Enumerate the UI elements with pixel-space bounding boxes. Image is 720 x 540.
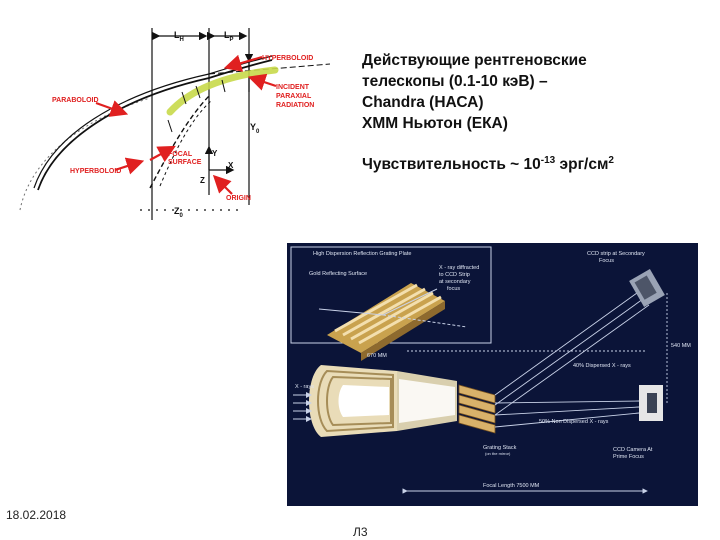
coordinate-axes — [204, 145, 235, 175]
x-axis-label: X — [228, 161, 234, 170]
hyperboloid-bottom-label: HYPERBOLOID — [70, 168, 121, 175]
grating-stack — [458, 384, 496, 434]
incoming-xrays — [293, 392, 312, 422]
xray-diffracted-label-2: to CCD Strip — [439, 272, 470, 278]
ccd-prime-label-1: CCD Camera At — [613, 447, 653, 453]
dist-540-label: 540 MM — [671, 343, 691, 349]
ccd-secondary-detector — [629, 269, 665, 307]
incident-label-1: INCIDENT — [276, 84, 310, 91]
ray-paths — [402, 292, 668, 494]
focal-length-label: Focal Length 7500 MM — [483, 483, 540, 489]
ccd-prime-label-2: Prime Focus — [613, 454, 644, 460]
ray-markers — [167, 79, 226, 133]
ccd-secondary-label-1: CCD strip at Secondary — [587, 251, 645, 257]
grating-stack-label-1: Grating Stack — [483, 445, 517, 451]
xray-diffracted-label-1: X - ray diffracted — [439, 265, 479, 271]
paraboloid-label: PARABOLOID — [52, 97, 99, 104]
focal-surface-label-2: SURFACE — [168, 159, 202, 166]
ccd-prime-detector — [639, 385, 663, 421]
lh-label: LH — [174, 30, 184, 43]
xray-diffracted-label-4: focus — [447, 286, 460, 292]
dist-670-label: 670 MM — [367, 353, 387, 359]
footer-page-number: Л3 — [353, 525, 368, 539]
incident-label-3: RADIATION — [276, 102, 314, 109]
dispersed-label: 40% Dispersed X - rays — [573, 363, 631, 369]
wolter-diagram: LH LP HYPERBOLOID PARABOLOID INCIDENT PA… — [19, 28, 331, 220]
z0-label: Z0 — [174, 206, 184, 219]
incident-label-2: PARAXIAL — [276, 93, 312, 100]
xmm-diagram-panel: High Dispersion Reflection Grating Plate… — [287, 243, 698, 506]
pointer-arrows — [95, 54, 277, 195]
mirror-curves — [19, 55, 331, 211]
sensitivity-text: Чувствительность ~ 10-13 эрг/см2 — [362, 155, 614, 174]
y-axis-label: Y — [212, 149, 218, 158]
xrays-in-label: X - rays — [295, 384, 314, 390]
incident-beam — [166, 66, 279, 116]
slide-title: Действующие рентгеновские телескопы (0.1… — [362, 50, 702, 134]
grating-plate-illustration — [318, 283, 468, 361]
non-dispersed-label: 50% Non Dispersed X - rays — [539, 419, 609, 425]
mirror-module — [309, 365, 457, 437]
grating-stack-label-2: (on the mirror) — [485, 451, 511, 456]
lp-label: LP — [224, 30, 234, 43]
focal-surface-label-1: FOCAL — [168, 151, 193, 158]
z-axis-label: Z — [200, 176, 205, 185]
gold-surface-label: Gold Reflecting Surface — [309, 271, 367, 277]
title-line-4: XMM Ньютон (ЕКА) — [362, 115, 508, 132]
xmm-diagram: High Dispersion Reflection Grating Plate… — [290, 246, 691, 494]
dimension-lines — [140, 28, 254, 220]
title-line-3: Chandra (НАСА) — [362, 94, 484, 111]
hyperboloid-top-label: HYPERBOLOID — [262, 55, 313, 62]
xray-diffracted-label-3: at secondary — [439, 279, 471, 285]
title-line-1: Действующие рентгеновские — [362, 52, 587, 69]
ccd-secondary-label-2: Focus — [599, 258, 614, 264]
grating-plate-inset — [290, 246, 492, 344]
y0-label: Y0 — [250, 122, 260, 135]
footer-date: 18.02.2018 — [6, 508, 67, 522]
grating-plate-title: High Dispersion Reflection Grating Plate — [313, 251, 411, 257]
origin-label: ORIGIN — [226, 195, 251, 202]
title-line-2: телескопы (0.1-10 кэВ) – — [362, 73, 548, 90]
